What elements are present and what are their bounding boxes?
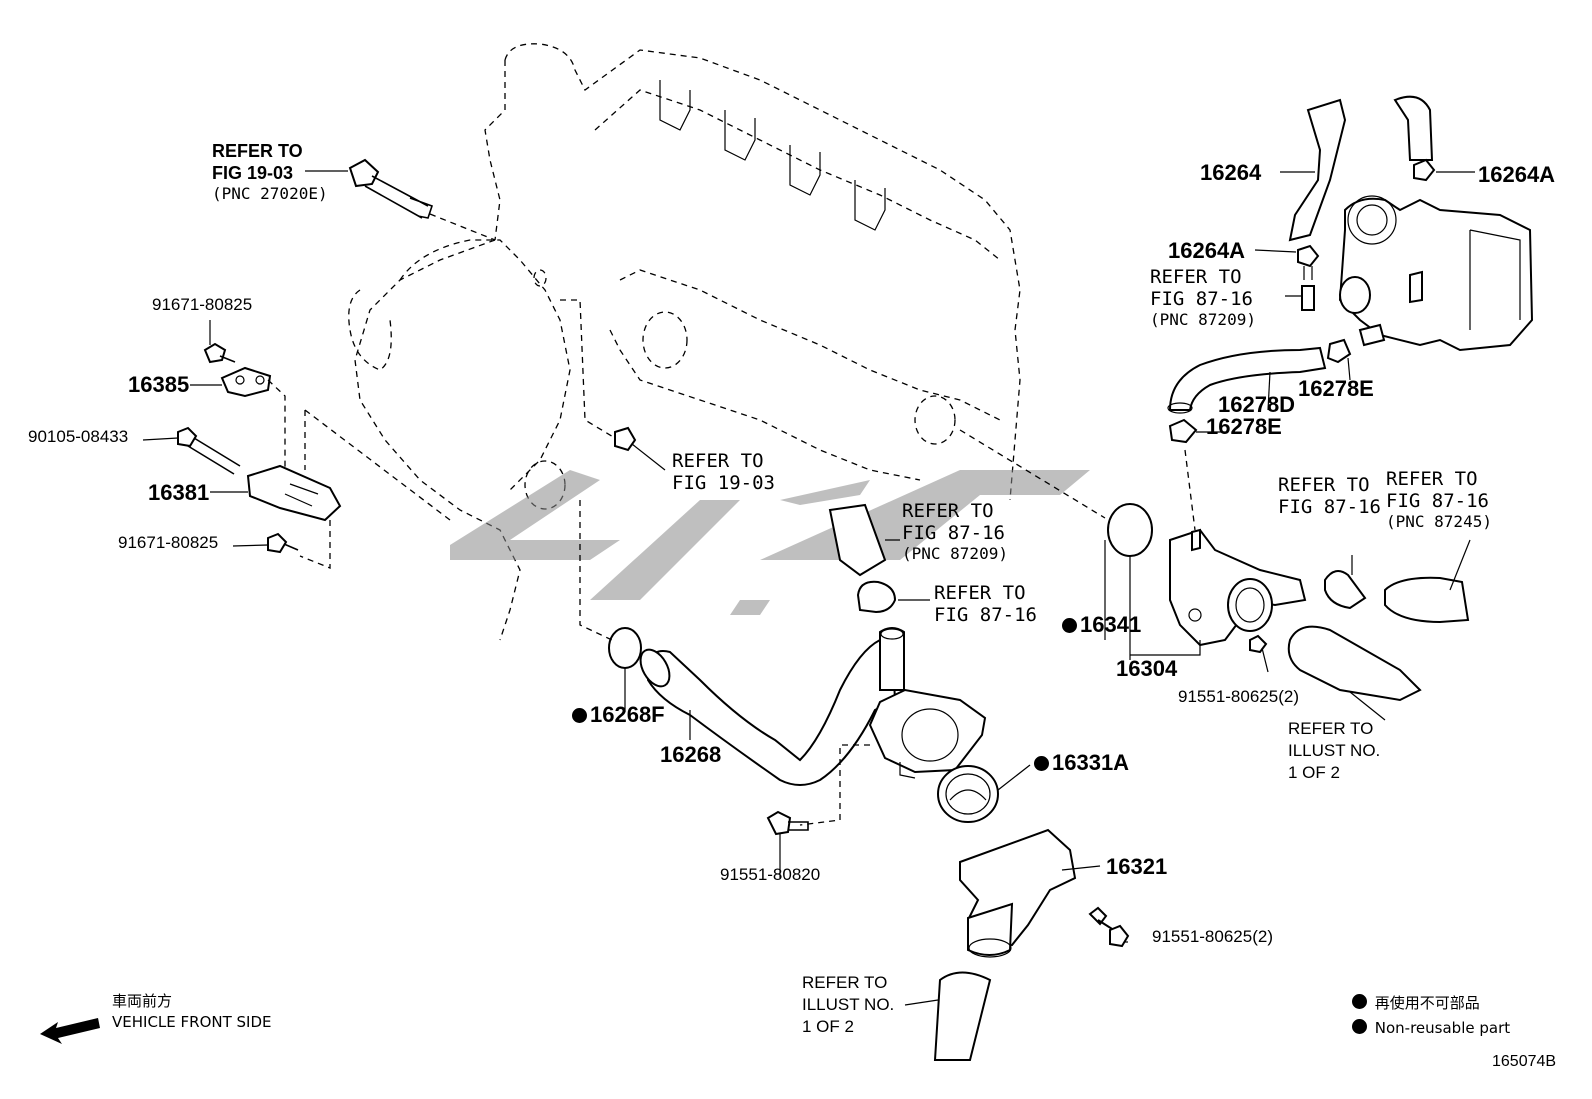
refer-illust-bottom: REFER TO ILLUST NO. 1 OF 2	[802, 973, 895, 1036]
part-16304: 16304	[1116, 656, 1178, 681]
part-91551-80625-bottom: 91551-80625(2)	[1152, 927, 1273, 946]
bottom-hose	[904, 971, 992, 1061]
part-16321: 16321	[1106, 854, 1168, 879]
water-housing-16304	[959, 429, 1307, 673]
part-16264a-right: 16264A	[1478, 162, 1556, 187]
hoses-right	[1287, 539, 1471, 721]
part-16264: 16264	[1200, 160, 1262, 185]
legend: 再使用不可部品 Non-reusable part	[1352, 994, 1510, 1036]
refer-fig-8716-a: REFER TO FIG 87-16 (PNC 87209)	[902, 500, 1008, 563]
water-inlet	[959, 828, 1130, 958]
hose-middle	[828, 503, 930, 614]
refer-fig-8716-e: REFER TO FIG 87-16 (PNC 87245)	[1386, 468, 1492, 531]
thermostat	[937, 764, 1031, 823]
part-16278d: 16278D	[1218, 392, 1296, 417]
refer-fig-8716-d: REFER TO FIG 87-16	[1278, 474, 1381, 518]
part-16278e-right: 16278E	[1298, 376, 1374, 401]
part-16341: 16341	[1062, 614, 1141, 636]
part-16268: 16268	[660, 742, 722, 767]
refer-fig-1903-a: REFER TO FIG 19-03 (PNC 27020E)	[212, 141, 328, 203]
part-91551-80625-right: 91551-80625(2)	[1178, 687, 1299, 706]
vehicle-front-side-label: 車両前方 VEHICLE FRONT SIDE	[112, 992, 272, 1031]
figure-id: 165074B	[1492, 1053, 1557, 1070]
part-16278e-left: 16278E	[1206, 414, 1282, 439]
part-16264a-left: 16264A	[1168, 238, 1246, 263]
front-arrow-icon	[40, 1018, 100, 1044]
part-91551-80820: 91551-80820	[720, 865, 821, 884]
bracket-assembly	[177, 342, 451, 569]
thermostat-housing	[766, 688, 987, 836]
part-90105-08433: 90105-08433	[28, 427, 129, 446]
refer-fig-8716-b: REFER TO FIG 87-16	[934, 582, 1037, 626]
refer-fig-1903-b: REFER TO FIG 19-03	[672, 450, 775, 494]
part-91671-80825-bottom: 91671-80825	[118, 533, 219, 552]
hose-16264	[1254, 171, 1320, 311]
part-16268f: 16268F	[572, 704, 665, 726]
part-91671-80825-top: 91671-80825	[152, 295, 253, 314]
non-reusable-dot-icon	[1352, 994, 1370, 1012]
hose-16268	[579, 500, 905, 786]
bolt-top	[348, 158, 496, 241]
refer-fig-8716-c: REFER TO FIG 87-16 (PNC 87209)	[1150, 266, 1256, 329]
part-16385: 16385	[128, 372, 190, 397]
non-reusable-dot-icon	[1352, 1019, 1370, 1037]
throttle-body	[1288, 95, 1534, 352]
hose-16278d	[1167, 338, 1352, 531]
part-16381: 16381	[148, 480, 210, 505]
part-16331a: 16331A	[1034, 752, 1129, 774]
refer-illust-right: REFER TO ILLUST NO. 1 OF 2	[1288, 719, 1381, 782]
clip-part	[560, 299, 666, 471]
